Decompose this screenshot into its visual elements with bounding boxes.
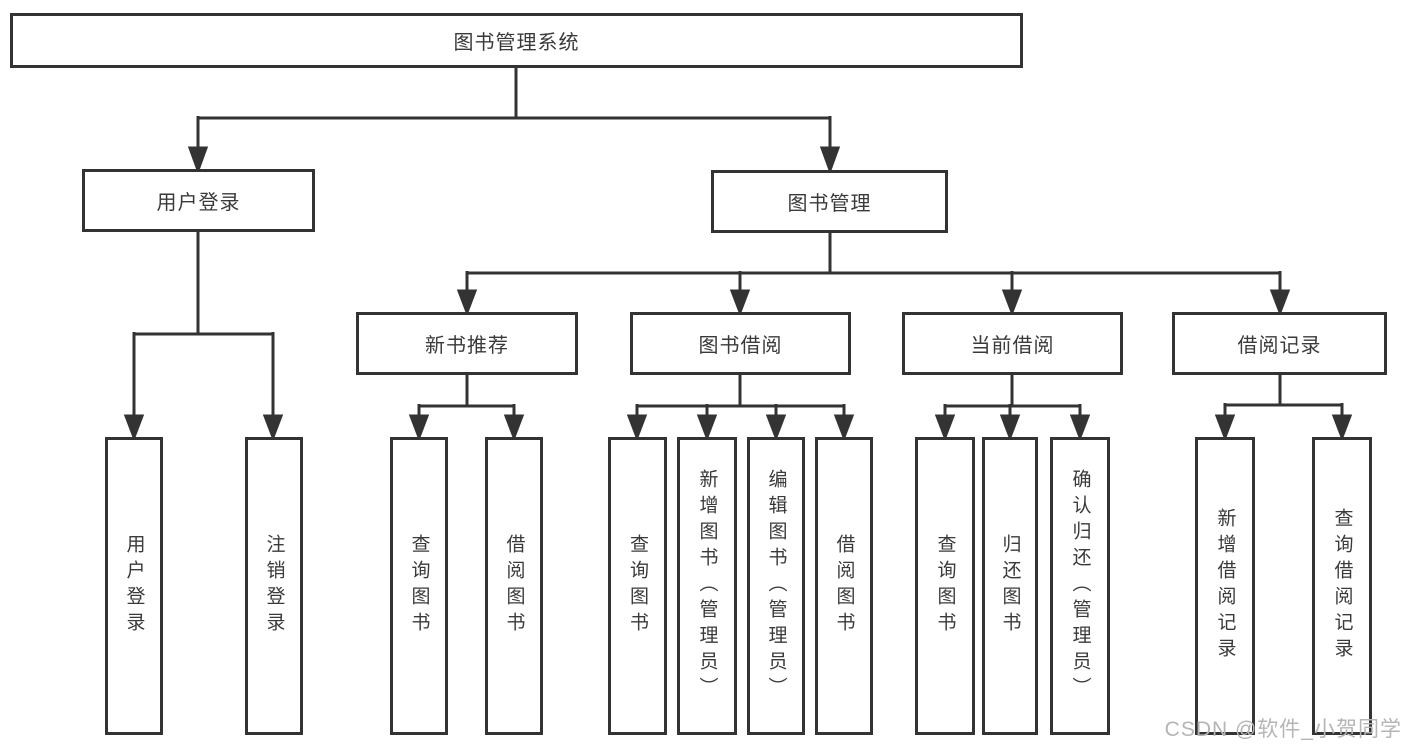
- arrow-down-icon: [123, 414, 145, 442]
- branch-book-management: [456, 231, 1291, 317]
- node-label: 借阅记录: [1237, 335, 1322, 357]
- node-label: 确认归还（管理员）: [1069, 469, 1091, 703]
- node-label: 借阅图书: [833, 534, 855, 638]
- node-query-book-current: 查询图书: [915, 437, 975, 735]
- node-label: 图书管理: [787, 193, 872, 215]
- arrow-down-icon: [456, 289, 478, 317]
- node-edit-book-admin: 编辑图书（管理员）: [747, 437, 805, 735]
- node-label: 查询图书: [934, 534, 956, 638]
- node-label: 图书借阅: [698, 335, 783, 357]
- node-borrow-book-recommend: 借阅图书: [485, 437, 543, 735]
- node-label: 查询借阅记录: [1331, 508, 1353, 664]
- branch-current-borrow: [934, 374, 1091, 442]
- branch-borrow-record: [1214, 374, 1353, 442]
- node-label: 图书管理系统: [453, 32, 580, 54]
- node-label: 查询图书: [408, 534, 430, 638]
- branch-new-book-recommend: [408, 374, 525, 442]
- node-user-login: 用户登录: [82, 169, 315, 232]
- tree-connectors: [123, 68, 1353, 442]
- node-label: 借阅图书: [503, 534, 525, 638]
- arrow-down-icon: [1331, 414, 1353, 442]
- arrow-down-icon: [729, 289, 751, 317]
- branch-user-login: [123, 231, 284, 442]
- arrow-down-icon: [819, 146, 841, 175]
- node-add-borrow-record: 新增借阅记录: [1195, 437, 1255, 735]
- arrow-down-icon: [833, 414, 855, 442]
- arrow-down-icon: [696, 414, 718, 442]
- node-query-book-recommend: 查询图书: [390, 437, 448, 735]
- arrow-down-icon: [626, 414, 648, 442]
- arrow-down-icon: [408, 414, 430, 442]
- watermark: CSDN @软件_小贺同学: [1164, 718, 1402, 741]
- node-label: 新书推荐: [425, 335, 509, 357]
- node-query-book-borrow: 查询图书: [608, 437, 667, 735]
- node-label: 注销登录: [263, 534, 285, 638]
- node-label: 新增图书（管理员）: [696, 469, 718, 703]
- node-borrow-book: 借阅图书: [815, 437, 873, 735]
- node-add-book-admin: 新增图书（管理员）: [677, 437, 737, 735]
- arrow-down-icon: [262, 414, 284, 442]
- node-book-management: 图书管理: [711, 170, 948, 233]
- node-current-borrow: 当前借阅: [902, 312, 1123, 375]
- node-new-book-recommend: 新书推荐: [356, 312, 578, 375]
- node-user-login-leaf: 用户登录: [105, 437, 163, 735]
- arrow-down-icon: [187, 146, 209, 175]
- branch-root: [187, 68, 841, 175]
- arrow-down-icon: [934, 414, 956, 442]
- node-book-borrow: 图书借阅: [630, 312, 851, 375]
- arrow-down-icon: [1069, 414, 1091, 442]
- node-label: 查询图书: [627, 534, 648, 638]
- arrow-down-icon: [765, 414, 787, 442]
- node-label: 用户登录: [123, 534, 145, 638]
- node-library-management-system: 图书管理系统: [10, 13, 1023, 68]
- node-label: 编辑图书（管理员）: [765, 469, 787, 703]
- node-label: 当前借阅: [970, 335, 1055, 357]
- node-label: 新增借阅记录: [1214, 508, 1236, 664]
- arrow-down-icon: [1269, 289, 1291, 317]
- arrow-down-icon: [503, 414, 525, 442]
- arrow-down-icon: [1214, 414, 1236, 442]
- node-borrow-record: 借阅记录: [1172, 312, 1387, 375]
- node-return-book: 归还图书: [982, 437, 1038, 735]
- node-query-borrow-record: 查询借阅记录: [1312, 437, 1372, 735]
- node-label: 归还图书: [999, 534, 1021, 638]
- node-confirm-return-admin: 确认归还（管理员）: [1050, 437, 1110, 735]
- arrow-down-icon: [999, 414, 1021, 442]
- branch-book-borrow: [626, 374, 855, 442]
- arrow-down-icon: [1001, 289, 1023, 317]
- node-logout: 注销登录: [245, 437, 303, 735]
- node-label: 用户登录: [156, 192, 241, 214]
